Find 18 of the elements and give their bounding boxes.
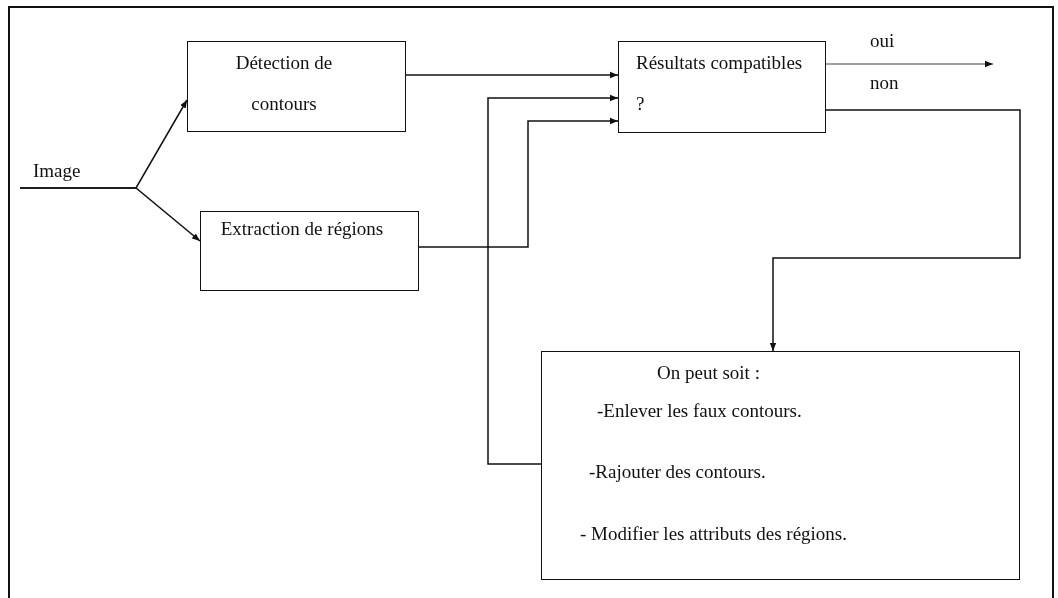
input-label: Image (33, 159, 82, 183)
box-text: On peut soit : (657, 361, 761, 385)
arrow (487, 94, 619, 465)
process-box (187, 41, 406, 132)
box-text: Résultats compatibles ? (636, 51, 804, 116)
arrow (825, 60, 994, 68)
list-item: - Modifier les attributs des régions. (580, 522, 848, 546)
arrow (405, 71, 619, 79)
process-box (618, 41, 826, 133)
arrow (769, 109, 1021, 352)
process-box (541, 351, 1020, 580)
box-text: Extraction de régions (219, 217, 385, 241)
box-text: Détection de contours (234, 51, 334, 116)
list-item: -Rajouter des contours. (589, 460, 767, 484)
arrow (418, 117, 619, 248)
list-item: -Enlever les faux contours. (597, 399, 803, 423)
process-box (200, 211, 419, 291)
arrow (19, 187, 201, 242)
